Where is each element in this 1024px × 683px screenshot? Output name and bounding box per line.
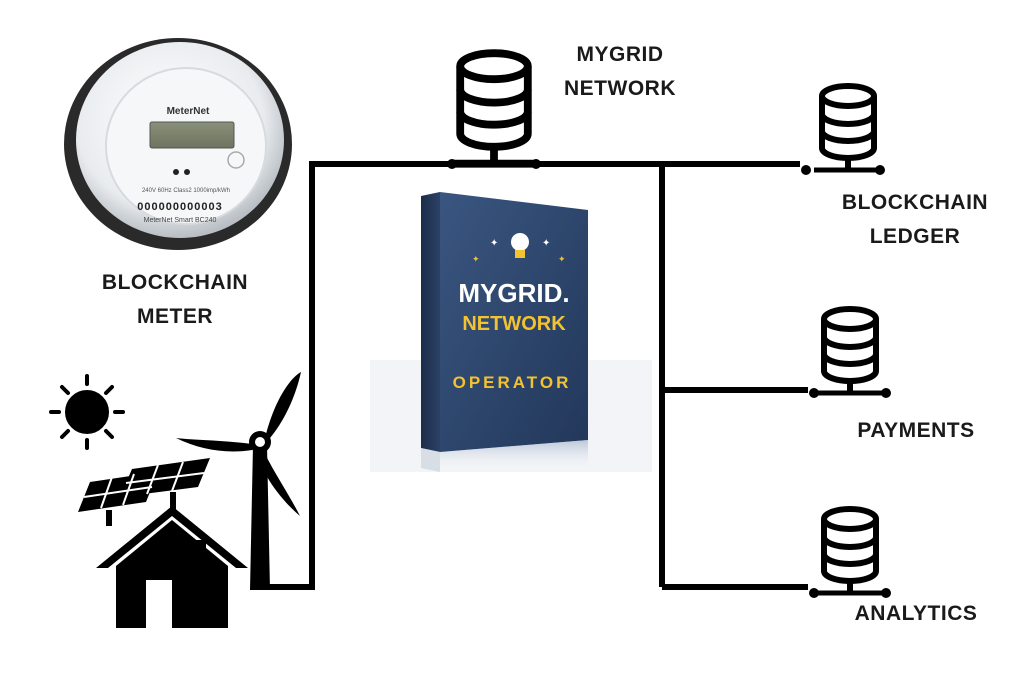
svg-text:✦: ✦ [490, 238, 498, 249]
sun-icon [49, 374, 125, 450]
svg-text:✦: ✦ [558, 254, 566, 264]
smart-meter-image: MeterNet 240V 60Hz Class2 1000imp/kWh 00… [64, 38, 292, 250]
box-title-line3: OPERATOR [453, 373, 572, 392]
network-lines [262, 161, 808, 590]
mygrid-network-label: MYGRID NETWORK [540, 38, 700, 106]
meter-serial: 000000000003 [137, 201, 222, 213]
box-title-line1: MYGRID. [458, 278, 569, 308]
house-icon [96, 506, 248, 628]
mygrid-network-database-icon [449, 53, 539, 168]
solar-panel-icon [78, 458, 210, 526]
wind-turbine-icon [176, 372, 301, 590]
payments-label-text: PAYMENTS [857, 419, 975, 442]
blockchain-ledger-label-line2: LEDGER [869, 225, 961, 248]
operator-product-box: ✦ ✦ ✦ ✦ MYGRID. NETWORK OPERATOR [370, 192, 652, 472]
meter-model: MeterNet Smart BC240 [144, 217, 217, 224]
analytics-database-icon [816, 509, 884, 593]
box-title-line2: NETWORK [462, 313, 566, 335]
blockchain-meter-label-line2: METER [137, 305, 213, 328]
svg-text:✦: ✦ [542, 238, 550, 249]
mygrid-network-label-line1: MYGRID [576, 43, 664, 66]
blockchain-meter-label-line1: BLOCKCHAIN [101, 271, 249, 294]
analytics-label-text: ANALYTICS [854, 602, 978, 625]
mygrid-network-label-line2: NETWORK [564, 77, 676, 100]
svg-text:✦: ✦ [472, 254, 480, 264]
blockchain-ledger-label: BLOCKCHAIN LEDGER [820, 186, 1010, 254]
lightbulb-icon: ✦ ✦ ✦ ✦ [472, 233, 566, 264]
meter-spec: 240V 60Hz Class2 1000imp/kWh [142, 188, 230, 194]
meter-brand: MeterNet [167, 106, 210, 117]
blockchain-ledger-label-line1: BLOCKCHAIN [841, 191, 989, 214]
payments-database-icon [816, 309, 884, 393]
blockchain-meter-label: BLOCKCHAIN METER [80, 266, 270, 334]
analytics-label: ANALYTICS [826, 597, 1006, 631]
blockchain-ledger-database-icon [814, 86, 882, 170]
payments-label: PAYMENTS [826, 414, 1006, 448]
